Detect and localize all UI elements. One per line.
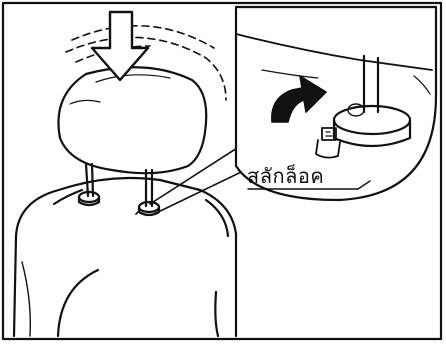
headrest	[58, 67, 206, 173]
seat-back	[14, 178, 236, 336]
lock-pin-label: สลักล็อค	[247, 160, 324, 192]
motion-lines	[66, 26, 226, 100]
